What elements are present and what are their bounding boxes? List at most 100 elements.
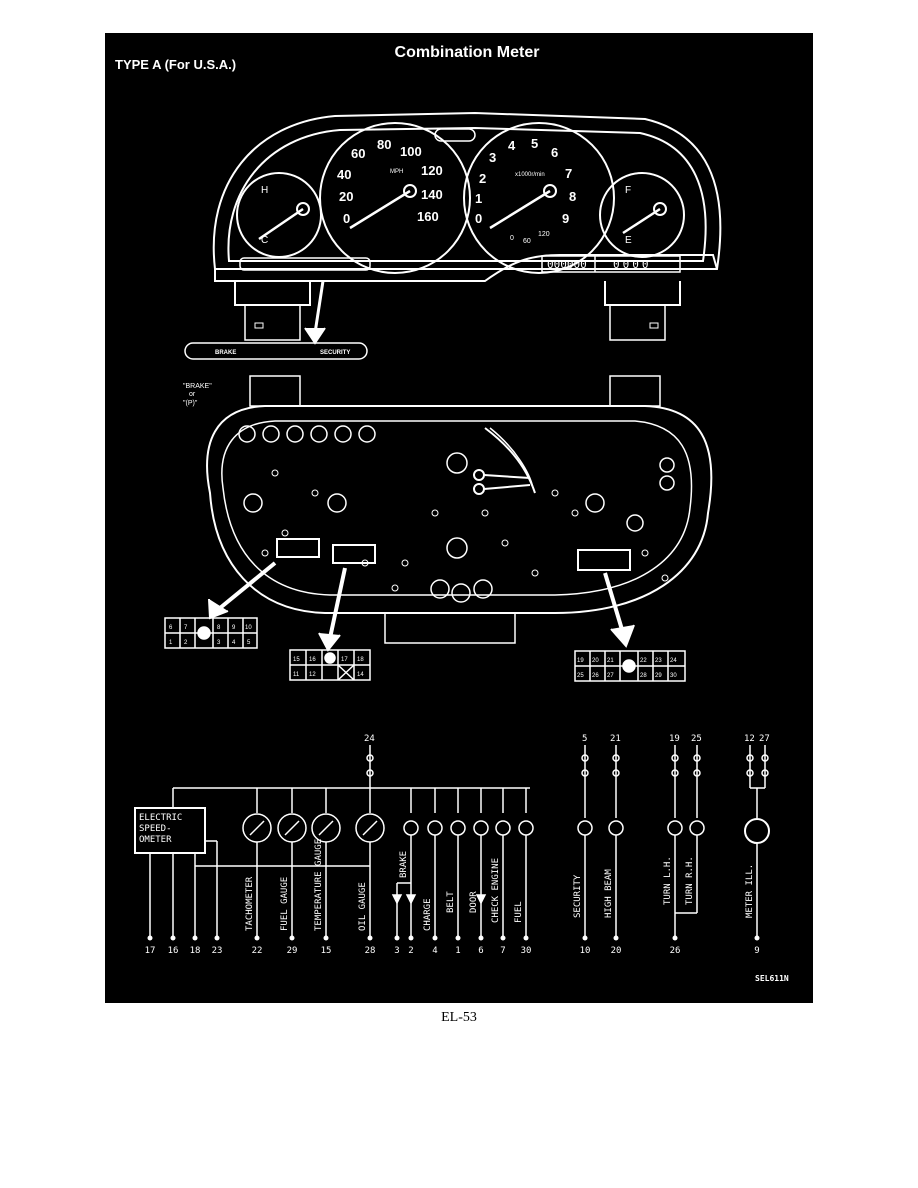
cluster-bezel (212, 111, 722, 270)
svg-text:2: 2 (479, 171, 486, 186)
svg-text:6: 6 (169, 625, 173, 631)
svg-text:20: 20 (339, 189, 353, 204)
svg-text:22: 22 (640, 658, 647, 664)
svg-text:E: E (625, 235, 632, 246)
svg-text:23: 23 (655, 658, 662, 664)
svg-text:80: 80 (377, 137, 391, 152)
diagram-panel: Combination Meter TYPE A (For U.S.A.) H … (105, 33, 813, 1003)
page-title: Combination Meter (395, 44, 540, 61)
svg-text:28: 28 (365, 946, 376, 956)
tachometer-dial (463, 122, 615, 274)
svg-text:100: 100 (400, 144, 422, 159)
svg-text:ELECTRIC: ELECTRIC (139, 813, 182, 823)
svg-text:22: 22 (252, 946, 263, 956)
svg-text:11: 11 (293, 672, 300, 678)
svg-text:0: 0 (510, 235, 514, 242)
svg-text:8: 8 (217, 625, 221, 631)
svg-text:TACHOMETER: TACHOMETER (245, 876, 255, 931)
fuel-gauge-dial (599, 172, 685, 258)
svg-text:CHARGE: CHARGE (423, 898, 433, 931)
svg-text:15: 15 (293, 657, 300, 663)
svg-text:C: C (261, 235, 268, 246)
svg-text:12: 12 (744, 734, 755, 744)
svg-text:"(P)": "(P)" (183, 400, 198, 407)
svg-text:DOOR: DOOR (469, 891, 479, 913)
connector-c1 (164, 617, 258, 649)
cluster-rear-housing (206, 405, 713, 614)
svg-text:8: 8 (569, 189, 576, 204)
odometer (541, 255, 681, 273)
svg-text:7: 7 (565, 166, 572, 181)
svg-text:BELT: BELT (446, 891, 456, 913)
svg-text:29: 29 (287, 946, 298, 956)
tachometer-ticks: 0 1 2 3 4 5 6 7 8 9 (475, 136, 576, 226)
svg-text:TURN R.H.: TURN R.H. (685, 856, 695, 905)
svg-text:60: 60 (351, 146, 365, 161)
svg-text:120: 120 (421, 163, 443, 178)
combination-meter-diagram: Combination Meter TYPE A (For U.S.A.) H … (115, 44, 789, 983)
svg-text:OIL GAUGE: OIL GAUGE (358, 882, 368, 931)
svg-text:SECURITY: SECURITY (320, 350, 350, 356)
svg-text:1: 1 (169, 640, 173, 646)
svg-text:x1000r/min: x1000r/min (515, 172, 545, 178)
warning-light-bar (239, 257, 371, 271)
svg-text:16: 16 (168, 946, 179, 956)
svg-text:5: 5 (531, 136, 538, 151)
speedometer-dial (319, 122, 471, 274)
svg-text:18: 18 (190, 946, 201, 956)
type-label: TYPE A (For U.S.A.) (115, 57, 236, 72)
speedometer-ticks: 0 20 40 60 80 100 120 140 160 (337, 137, 443, 226)
svg-text:2: 2 (408, 946, 413, 956)
svg-text:16: 16 (309, 657, 316, 663)
svg-text:140: 140 (421, 187, 443, 202)
svg-text:27: 27 (759, 734, 770, 744)
svg-text:17: 17 (145, 946, 156, 956)
svg-text:7: 7 (500, 946, 505, 956)
electric-speedometer-box (134, 807, 206, 854)
figure-code: SEL611N (755, 974, 789, 983)
svg-text:0: 0 (343, 211, 350, 226)
svg-text:OMETER: OMETER (139, 835, 172, 845)
svg-text:19: 19 (577, 658, 584, 664)
svg-text:25: 25 (577, 673, 584, 679)
svg-text:18: 18 (357, 657, 364, 663)
svg-text:24: 24 (364, 734, 375, 744)
svg-text:160: 160 (417, 209, 439, 224)
svg-text:FUEL: FUEL (514, 901, 524, 923)
svg-text:9: 9 (232, 625, 236, 631)
svg-text:6: 6 (551, 145, 558, 160)
svg-text:26: 26 (592, 673, 599, 679)
svg-text:10: 10 (580, 946, 591, 956)
svg-text:120: 120 (538, 231, 550, 238)
wiring-schematic (134, 745, 770, 938)
svg-text:30: 30 (521, 946, 532, 956)
svg-text:20: 20 (592, 658, 599, 664)
svg-text:29: 29 (655, 673, 662, 679)
svg-text:METER ILL.: METER ILL. (745, 864, 755, 918)
svg-text:1: 1 (455, 946, 460, 956)
svg-text:25: 25 (691, 734, 702, 744)
svg-text:9: 9 (562, 211, 569, 226)
svg-text:3: 3 (489, 150, 496, 165)
trip-value: 0000 (613, 258, 652, 271)
svg-text:17: 17 (341, 657, 348, 663)
svg-text:HIGH BEAM: HIGH BEAM (604, 869, 614, 918)
svg-text:15: 15 (321, 946, 332, 956)
svg-text:0: 0 (475, 211, 482, 226)
svg-text:F: F (625, 185, 631, 196)
svg-text:19: 19 (669, 734, 680, 744)
svg-text:1: 1 (475, 191, 482, 206)
svg-text:24: 24 (670, 658, 677, 664)
svg-text:30: 30 (670, 673, 677, 679)
svg-text:MPH: MPH (390, 169, 403, 175)
svg-text:BRAKE: BRAKE (399, 851, 409, 878)
svg-text:4: 4 (432, 946, 437, 956)
svg-text:5: 5 (247, 640, 251, 646)
svg-text:4: 4 (232, 640, 236, 646)
svg-text:21: 21 (610, 734, 621, 744)
connector-c2 (289, 649, 371, 681)
svg-text:SPEED-: SPEED- (139, 824, 172, 834)
svg-text:3: 3 (394, 946, 399, 956)
svg-text:2: 2 (184, 640, 188, 646)
svg-text:60: 60 (523, 238, 531, 245)
